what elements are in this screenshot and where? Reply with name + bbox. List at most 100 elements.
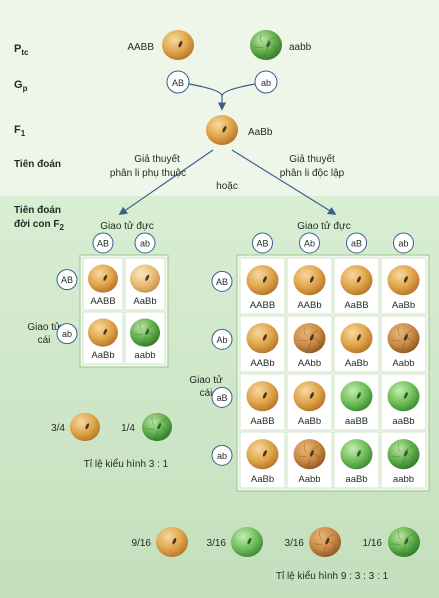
- ratio-item: 3/4: [51, 412, 100, 442]
- punnett-cell: AABb: [239, 315, 286, 373]
- punnett-cell: AaBb: [286, 373, 333, 431]
- cell-genotype: Aabb: [298, 474, 320, 485]
- ratio-label: 3/16: [285, 538, 305, 549]
- male-gamete-aB: aB: [346, 232, 367, 254]
- punnett-cell: aaBB: [333, 373, 380, 431]
- gamete-label: Ab: [304, 239, 315, 249]
- gamete-circle-right: [254, 70, 278, 94]
- hypothesis-left-line1: Giả thuyết: [134, 153, 180, 165]
- left-ratio-caption: Tỉ lệ kiểu hình 3 : 1: [84, 458, 169, 470]
- ptc-left-genotype: AABB: [127, 42, 154, 53]
- female-gamete-AB: AB: [56, 269, 78, 291]
- right-phenotype-ratios: 9/16 3/16 3/16 1/16: [132, 526, 420, 558]
- cell-genotype: Aabb: [392, 358, 414, 369]
- gamete-left-label: AB: [172, 78, 184, 88]
- gamete-label: aB: [351, 239, 362, 249]
- seed-green-wrinkled: [388, 526, 420, 558]
- seed-yellow-smooth-parent: [162, 29, 194, 61]
- seed-yellow-smooth: [162, 29, 194, 61]
- left-phenotype-ratios: 3/4 1/4: [51, 412, 172, 442]
- seed-yellow-pale: [130, 264, 160, 293]
- seed-yellow-smooth: [293, 381, 326, 412]
- ratio-label: 3/4: [51, 423, 65, 434]
- female-gamete-Ab: Ab: [211, 328, 233, 350]
- f2-prediction-line2: đời con F2: [14, 219, 64, 232]
- cell-genotype: AaBB: [344, 300, 368, 311]
- seed-yellow-smooth: [340, 265, 373, 296]
- seed-yellow-smooth: [246, 323, 279, 354]
- male-gamete-AB: AB: [92, 232, 114, 254]
- female-gamete-aB: aB: [211, 386, 233, 408]
- gamete-label: Ab: [216, 335, 227, 345]
- punnett-cell: AaBb: [380, 257, 427, 315]
- seed-green-wrinkled-parent: [250, 29, 282, 61]
- seed-yellow-smooth: [70, 412, 100, 442]
- male-gamete-ab: ab: [134, 232, 156, 254]
- cell-genotype: AaBb: [298, 416, 321, 427]
- ratio-item: 3/16: [207, 526, 263, 558]
- seed-yellow-smooth: [246, 265, 279, 296]
- gamete-merge-lines: [188, 83, 256, 97]
- gamete-right-label: ab: [261, 78, 271, 88]
- punnett-cell: AaBb: [124, 257, 166, 311]
- right-female-title-line1: Giao tử: [189, 374, 223, 386]
- cell-genotype: AaBB: [250, 416, 274, 427]
- gamete-label: ab: [62, 329, 72, 339]
- gamete-circle-left: [166, 70, 190, 94]
- gamete-label: ab: [140, 239, 150, 249]
- seed-green-smooth: [231, 526, 263, 558]
- seed-green-smooth: [340, 439, 373, 470]
- hypothesis-right-line1: Giả thuyết: [289, 153, 335, 165]
- ratio-item: 1/16: [363, 526, 420, 558]
- punnett-cell: AaBb: [82, 311, 124, 365]
- gamete-label: AB: [216, 277, 228, 287]
- hypothesis-right-line2: phân li độc lập: [280, 168, 345, 179]
- cell-genotype: AABb: [297, 300, 321, 311]
- seed-yellow-smooth: [206, 114, 238, 146]
- ratio-item: 3/16: [285, 526, 341, 558]
- male-gamete-ab: ab: [393, 232, 414, 254]
- gamete-label: ab: [398, 239, 408, 249]
- male-gamete-AB: AB: [252, 232, 273, 254]
- seed-yellow-smooth: [293, 265, 326, 296]
- gamete-label: AB: [256, 239, 268, 249]
- punnett-cell: aabb: [124, 311, 166, 365]
- seed-yellow-wrinkled: [293, 439, 326, 470]
- ratio-label: 1/16: [363, 538, 383, 549]
- seed-f1: [206, 114, 238, 146]
- ratio-item: 9/16: [132, 526, 188, 558]
- punnett-cell: aaBb: [380, 373, 427, 431]
- punnett-cell: AaBB: [333, 257, 380, 315]
- seed-green-wrinkled: [130, 318, 160, 347]
- punnett-cell: aabb: [380, 431, 427, 489]
- cell-genotype: AaBb: [251, 474, 274, 485]
- ptc-right-genotype: aabb: [289, 42, 312, 53]
- f2-prediction-line1: Tiên đoán: [14, 205, 61, 216]
- ratio-label: 1/4: [121, 423, 135, 434]
- gp-label: Gp: [14, 79, 28, 93]
- right-ratio-caption: Tỉ lệ kiểu hình 9 : 3 : 3 : 1: [276, 570, 389, 582]
- gamete-label: AB: [97, 239, 109, 249]
- seed-yellow-smooth: [387, 265, 420, 296]
- cell-genotype: AABB: [90, 296, 115, 307]
- seed-yellow-smooth: [340, 323, 373, 354]
- seed-green-wrinkled: [250, 29, 282, 61]
- gamete-label: aB: [216, 393, 227, 403]
- punnett-cell: Aabb: [380, 315, 427, 373]
- f1-label: F1: [14, 124, 26, 138]
- ratio-label: 3/16: [207, 538, 227, 549]
- cell-genotype: AaBb: [392, 300, 415, 311]
- female-gamete-ab: ab: [211, 444, 233, 466]
- punnett-cell: Aabb: [286, 431, 333, 489]
- right-female-title-line2: cái: [200, 388, 213, 399]
- seed-yellow-wrinkled: [387, 323, 420, 354]
- punnett-cell: AAbb: [286, 315, 333, 373]
- left-female-title-line1: Giao tử: [27, 321, 61, 333]
- punnett-cell: AaBb: [333, 315, 380, 373]
- gamete-label: AB: [61, 275, 73, 285]
- cell-genotype: aaBb: [345, 474, 367, 485]
- arrow-independent: [231, 149, 337, 215]
